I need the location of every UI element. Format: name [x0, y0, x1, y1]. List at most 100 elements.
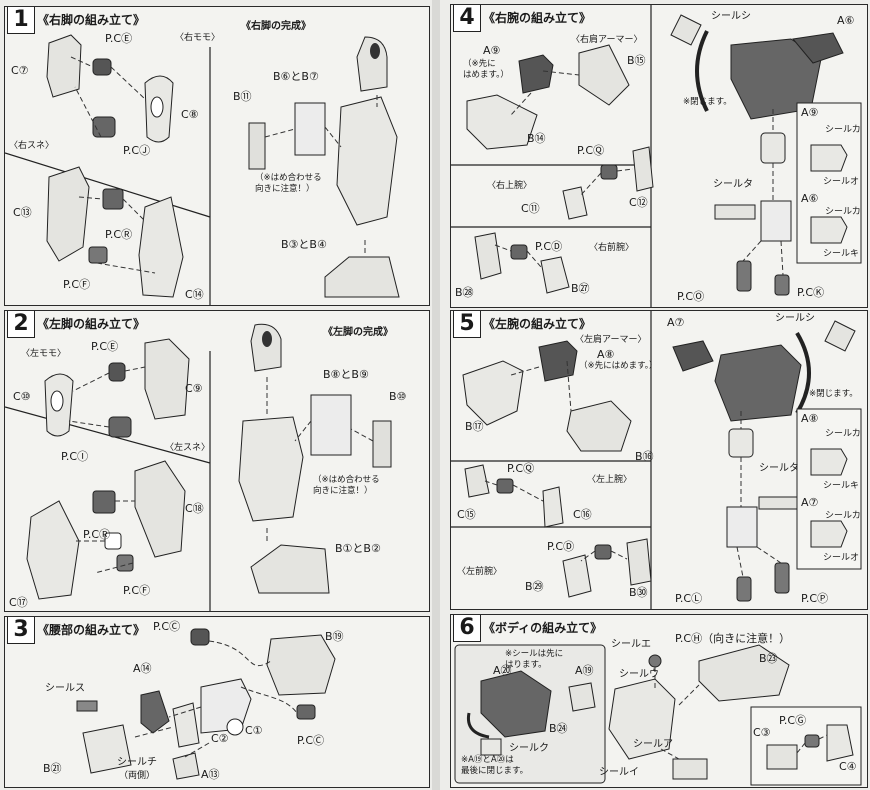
label-pci: P.CⒾ — [61, 450, 89, 463]
subtitle-shin: 〈右スネ〉 — [9, 141, 55, 151]
label-seal-ku: シールク — [509, 743, 549, 754]
legend-a8: A⑧ — [801, 412, 819, 425]
step-1-drawing — [5, 34, 400, 305]
label-a20: A⑳ — [493, 664, 512, 677]
label-b19: B⑲ — [325, 630, 344, 643]
label-c12: C⑫ — [629, 196, 648, 209]
step-title: 《右腕の組み立て》 — [483, 11, 592, 25]
legend-seal-ka1: シールカ — [825, 125, 861, 135]
step-3-panel: 3 《腰部の組み立て》 P.CⒸ B⑲ A⑭ シールス C① C② P.CⒸ B… — [4, 616, 430, 788]
label-pcq: P.CⓆ — [577, 144, 605, 157]
label-b30: B㉚ — [629, 586, 648, 599]
legend-seal-o: シールオ — [823, 553, 860, 563]
step-1-panel: 1 《右脚の組み立て》 〈右モモ〉 〈右スネ〉 《右脚の完成》 — [4, 6, 430, 306]
label-seal-i: シールイ — [599, 767, 639, 778]
legend-seal-ka2: シールカ — [825, 511, 861, 521]
label-c8: C⑧ — [181, 108, 199, 121]
label-c11: C⑪ — [521, 202, 540, 215]
label-b23: B㉓ — [759, 652, 778, 665]
label-a8: A⑧ — [597, 348, 615, 361]
step-number: 5 — [453, 311, 481, 338]
label-b21: B㉑ — [43, 762, 62, 775]
step-title: 《腰部の組み立て》 — [37, 623, 146, 637]
label-pce: P.CⒺ — [91, 340, 119, 353]
step-number: 2 — [7, 311, 35, 338]
label-c2: C② — [211, 732, 229, 745]
label-b27: B㉗ — [571, 282, 590, 295]
label-b11: B⑪ — [233, 90, 252, 103]
label-a14: A⑭ — [133, 662, 152, 675]
label-c16: C⑯ — [573, 508, 592, 521]
subtitle-thigh: 〈左モモ〉 — [21, 349, 67, 359]
label-b29: B㉙ — [525, 580, 544, 593]
label-c13: C⑬ — [13, 206, 32, 219]
label-pcr: P.CⓇ — [105, 228, 133, 241]
legend-seal-o: シールオ — [823, 177, 860, 187]
label-b16: B⑯ — [635, 450, 654, 463]
label-a13: A⑬ — [201, 768, 220, 781]
label-seal-a: シールア — [633, 739, 673, 750]
label-c18: C⑱ — [185, 502, 204, 515]
label-c7: C⑦ — [11, 64, 29, 77]
step-title: 《ボディの組み立て》 — [483, 621, 603, 635]
label-b3b4: B③とB④ — [281, 238, 327, 251]
subtitle-armor: 〈右肩アーマー〉 — [571, 35, 643, 45]
seal-first-note: ※シールは先に はります。 — [505, 649, 564, 670]
step-number: 6 — [453, 615, 481, 642]
subtitle-forearm: 〈左前腕〉 — [457, 567, 503, 577]
subtitle-armor: 〈左肩アーマー〉 — [575, 335, 647, 345]
label-b17: B⑰ — [465, 420, 484, 433]
orientation-note: （※はめ合わせる 向きに注意！） — [255, 173, 322, 194]
label-seal-e: シールエ — [611, 639, 651, 650]
label-c15: C⑮ — [457, 508, 476, 521]
label-a19: A⑲ — [575, 664, 594, 677]
close-last-note: ※A⑲とA⑳は 最後に閉じます。 — [461, 755, 529, 776]
step-number: 1 — [7, 7, 35, 34]
label-b14: B⑭ — [527, 132, 546, 145]
step-5-panel: 5 《左腕の組み立て》 〈左肩アーマー〉 〈左上腕〉 〈左前腕〉 — [450, 310, 868, 610]
note-a8-first: （※先にはめます。） — [579, 361, 658, 371]
label-c1: C① — [245, 724, 263, 737]
label-a9: A⑨ — [483, 44, 501, 57]
step-title: 《左脚の組み立て》 — [37, 317, 146, 331]
legend-a6: A⑥ — [801, 192, 819, 205]
subtitle-shin: 〈左スネ〉 — [165, 443, 211, 453]
label-a7: A⑦ — [667, 316, 685, 329]
close-note: ※閉じます。 — [809, 389, 858, 399]
legend-a9: A⑨ — [801, 106, 819, 119]
label-seal-ta: シールタ — [759, 463, 799, 474]
label-seal-chi: シールチ — [117, 757, 157, 768]
label-c10: C⑩ — [13, 390, 31, 403]
label-pcp: P.CⓅ — [801, 592, 829, 605]
label-b28: B㉘ — [455, 286, 474, 299]
label-seal-shi: シールシ — [711, 11, 751, 22]
label-pcd: P.CⒹ — [535, 240, 563, 253]
close-note: ※閉じます。 — [683, 97, 732, 107]
label-pcl: P.CⓁ — [675, 592, 703, 605]
label-c14: C⑭ — [185, 288, 204, 301]
step-2-drawing — [5, 323, 392, 611]
legend-seal-ki: シールキ — [823, 249, 860, 259]
label-pcj: P.CⒿ — [123, 144, 151, 157]
label-seal-shi: シールシ — [775, 313, 815, 324]
label-c17: C⑰ — [9, 596, 28, 609]
step-4-panel: 4 《右腕の組み立て》 〈右肩アーマー〉 〈右上腕〉 〈右前腕〉 — [450, 4, 868, 308]
label-pcc-top: P.CⒸ — [153, 620, 181, 633]
label-pcd: P.CⒹ — [547, 540, 575, 553]
label-pcf: P.CⒻ — [123, 584, 151, 597]
label-pch: P.CⒽ（向きに注意！） — [675, 632, 791, 645]
subtitle-upper-arm: 〈右上腕〉 — [487, 181, 533, 191]
step-number: 3 — [7, 617, 35, 644]
label-pcq: P.CⓆ — [507, 462, 535, 475]
complete-title: 《右脚の完成》 — [241, 21, 311, 32]
step-3-drawing — [76, 628, 336, 780]
subtitle-upper-arm: 〈左上腕〉 — [587, 475, 633, 485]
step-title: 《左腕の組み立て》 — [483, 317, 592, 331]
label-pco: P.CⓄ — [677, 290, 705, 303]
label-seal-u: シールウ — [619, 669, 659, 680]
left-page: 1 《右脚の組み立て》 〈右モモ〉 〈右スネ〉 《右脚の完成》 — [0, 0, 432, 790]
label-pcc-bot: P.CⒸ — [297, 734, 325, 747]
label-b15: B⑮ — [627, 54, 646, 67]
step-4-drawing — [451, 5, 862, 307]
